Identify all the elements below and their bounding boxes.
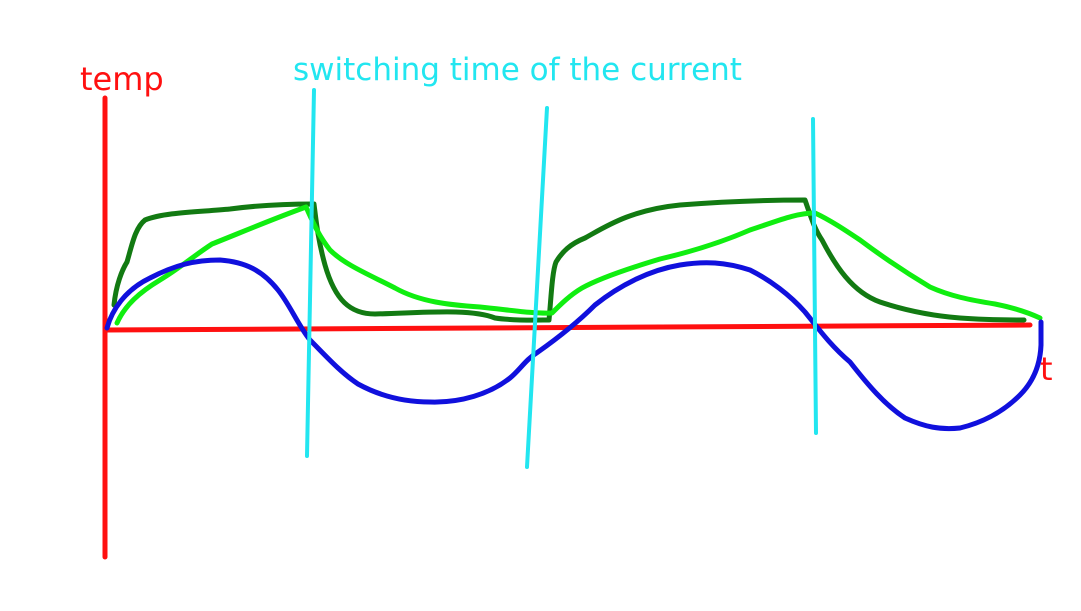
switching-time-annotation: switching time of the current <box>293 52 742 88</box>
switch-line-3 <box>811 117 818 435</box>
light-green-curve <box>114 204 1043 326</box>
x-axis-label: t <box>1040 350 1053 388</box>
dark-green-curve <box>111 197 1027 323</box>
y-axis-label: temp <box>80 60 164 98</box>
switch-line-2 <box>525 106 549 469</box>
switch-line-1 <box>305 88 316 458</box>
blue-curve <box>104 257 1044 432</box>
